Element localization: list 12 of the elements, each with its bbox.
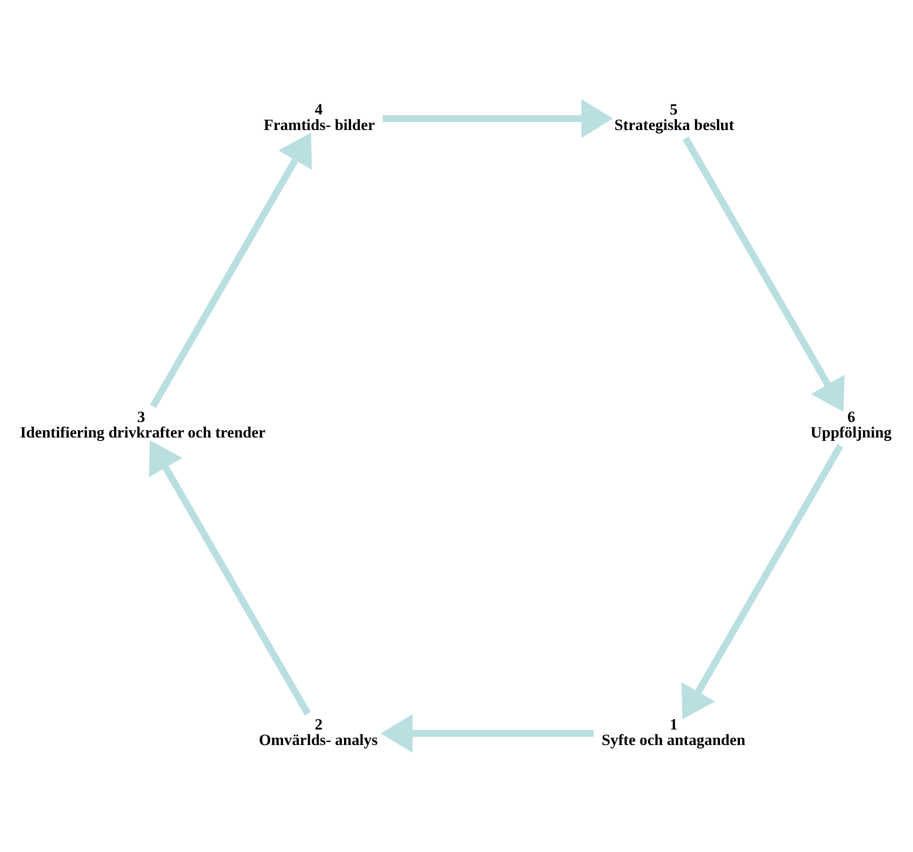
arrow <box>382 99 614 138</box>
node-text: 6 Uppföljning <box>810 408 892 442</box>
node-text: 5 Strategiska beslut <box>614 101 734 134</box>
arrow <box>682 136 844 412</box>
node-text: 1 Syfte och antaganden <box>602 716 746 750</box>
arrow <box>148 440 311 716</box>
node-text: 4 Framtids- bilder <box>264 101 375 134</box>
node-text: 3 Identifiering drivkrafter och trender <box>20 408 266 442</box>
node-text: 2 Omvärlds- analys <box>258 716 378 750</box>
arrow <box>681 444 844 720</box>
arrow <box>380 714 594 753</box>
arrow <box>150 132 312 408</box>
